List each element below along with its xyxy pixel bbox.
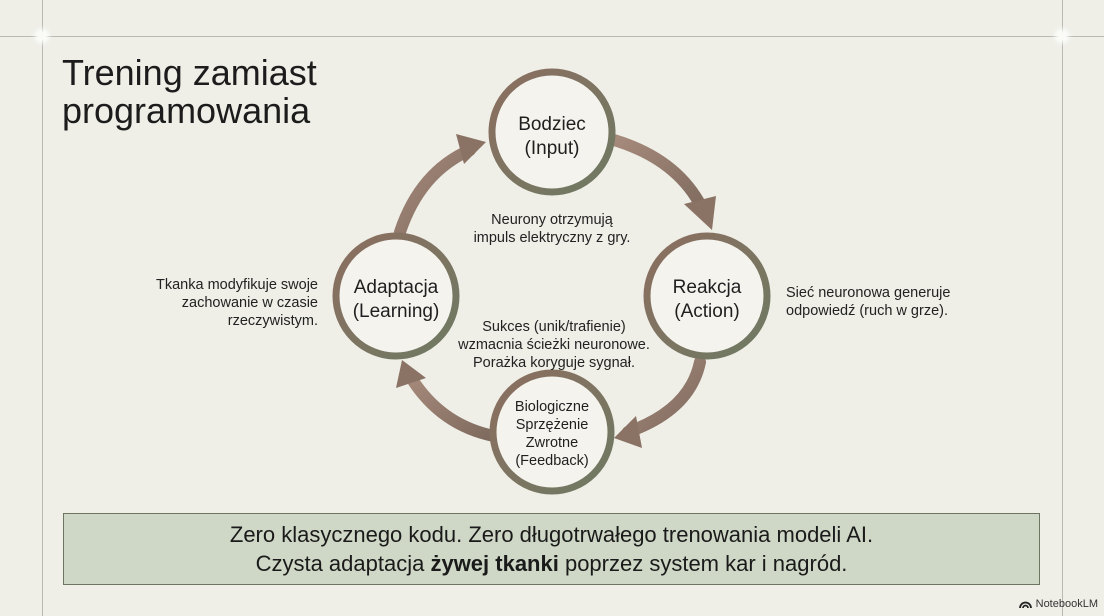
frame-corner-glow — [1058, 32, 1066, 40]
node-action-label: Reakcja (Action) — [647, 276, 767, 324]
note-line: odpowiedź (ruch w grze). — [786, 303, 948, 319]
arrow-right-to-bottom — [614, 356, 706, 448]
node-learning-label: Adaptacja (Learning) — [336, 276, 456, 324]
node-subtitle: (Input) — [524, 138, 580, 159]
slide-title: Trening zamiast programowania — [62, 54, 317, 130]
note-line: Sukces (unik/trafienie) — [482, 319, 626, 335]
node-feedback-label: Biologiczne Sprzężenie Zwrotne (Feedback… — [492, 398, 612, 470]
note-line: rzeczywistym. — [227, 313, 318, 329]
node-line: (Feedback) — [515, 453, 589, 469]
inner-note-input: Neurony otrzymują impuls elektryczny z g… — [452, 211, 652, 247]
node-ring-learning — [332, 232, 460, 360]
node-line: Zwrotne — [525, 435, 579, 451]
notebooklm-brand: NotebookLM — [1018, 598, 1098, 610]
node-input-label: Bodziec (Input) — [492, 113, 612, 161]
arrow-top-to-right — [608, 134, 716, 230]
banner-line-1: Zero klasycznego kodu. Zero długotrwałeg… — [229, 522, 874, 547]
node-title: Adaptacja — [353, 277, 439, 298]
side-note-learning: Tkanka modyfikuje swoje zachowanie w cza… — [122, 276, 318, 330]
banner-text: Czysta adaptacja — [255, 551, 431, 576]
note-line: Neurony otrzymują — [491, 212, 613, 228]
frame-corner-glow — [38, 32, 46, 40]
arrow-bottom-to-left — [396, 360, 500, 442]
note-line: Tkanka modyfikuje swoje — [156, 277, 318, 293]
node-ring-feedback — [489, 369, 615, 495]
summary-banner: Zero klasycznego kodu. Zero długotrwałeg… — [63, 513, 1040, 585]
notebooklm-logo-icon — [1018, 601, 1032, 609]
banner-line-2: Czysta adaptacja żywej tkanki poprzez sy… — [64, 549, 1039, 578]
node-line: Sprzężenie — [515, 417, 589, 433]
node-ring-input — [488, 68, 616, 196]
node-line: Biologiczne — [514, 399, 590, 415]
banner-emphasis: żywej tkanki — [430, 551, 559, 576]
node-subtitle: (Action) — [674, 301, 740, 322]
frame-right-line — [1062, 0, 1063, 616]
banner-text: poprzez system kar i nagród. — [558, 551, 848, 576]
side-note-action: Sieć neuronowa generuje odpowiedź (ruch … — [786, 284, 1006, 320]
node-title: Bodziec — [518, 114, 586, 135]
note-line: zachowanie w czasie — [181, 295, 318, 311]
note-line: impuls elektryczny z gry. — [473, 230, 631, 246]
note-line: Sieć neuronowa generuje — [786, 285, 951, 301]
note-line: Porażka koryguje sygnał. — [473, 355, 635, 371]
title-line: Trening zamiast — [62, 52, 317, 93]
arrow-left-to-top — [394, 134, 486, 238]
inner-note-feedback: Sukces (unik/trafienie) wzmacnia ścieżki… — [436, 318, 672, 372]
note-line: wzmacnia ścieżki neuronowe. — [458, 337, 650, 353]
brand-label: NotebookLM — [1035, 598, 1098, 610]
title-line: programowania — [62, 90, 311, 131]
node-title: Reakcja — [672, 277, 742, 298]
node-ring-action — [643, 232, 771, 360]
frame-top-line — [0, 36, 1104, 37]
frame-left-line — [42, 0, 43, 616]
node-subtitle: (Learning) — [352, 301, 440, 322]
